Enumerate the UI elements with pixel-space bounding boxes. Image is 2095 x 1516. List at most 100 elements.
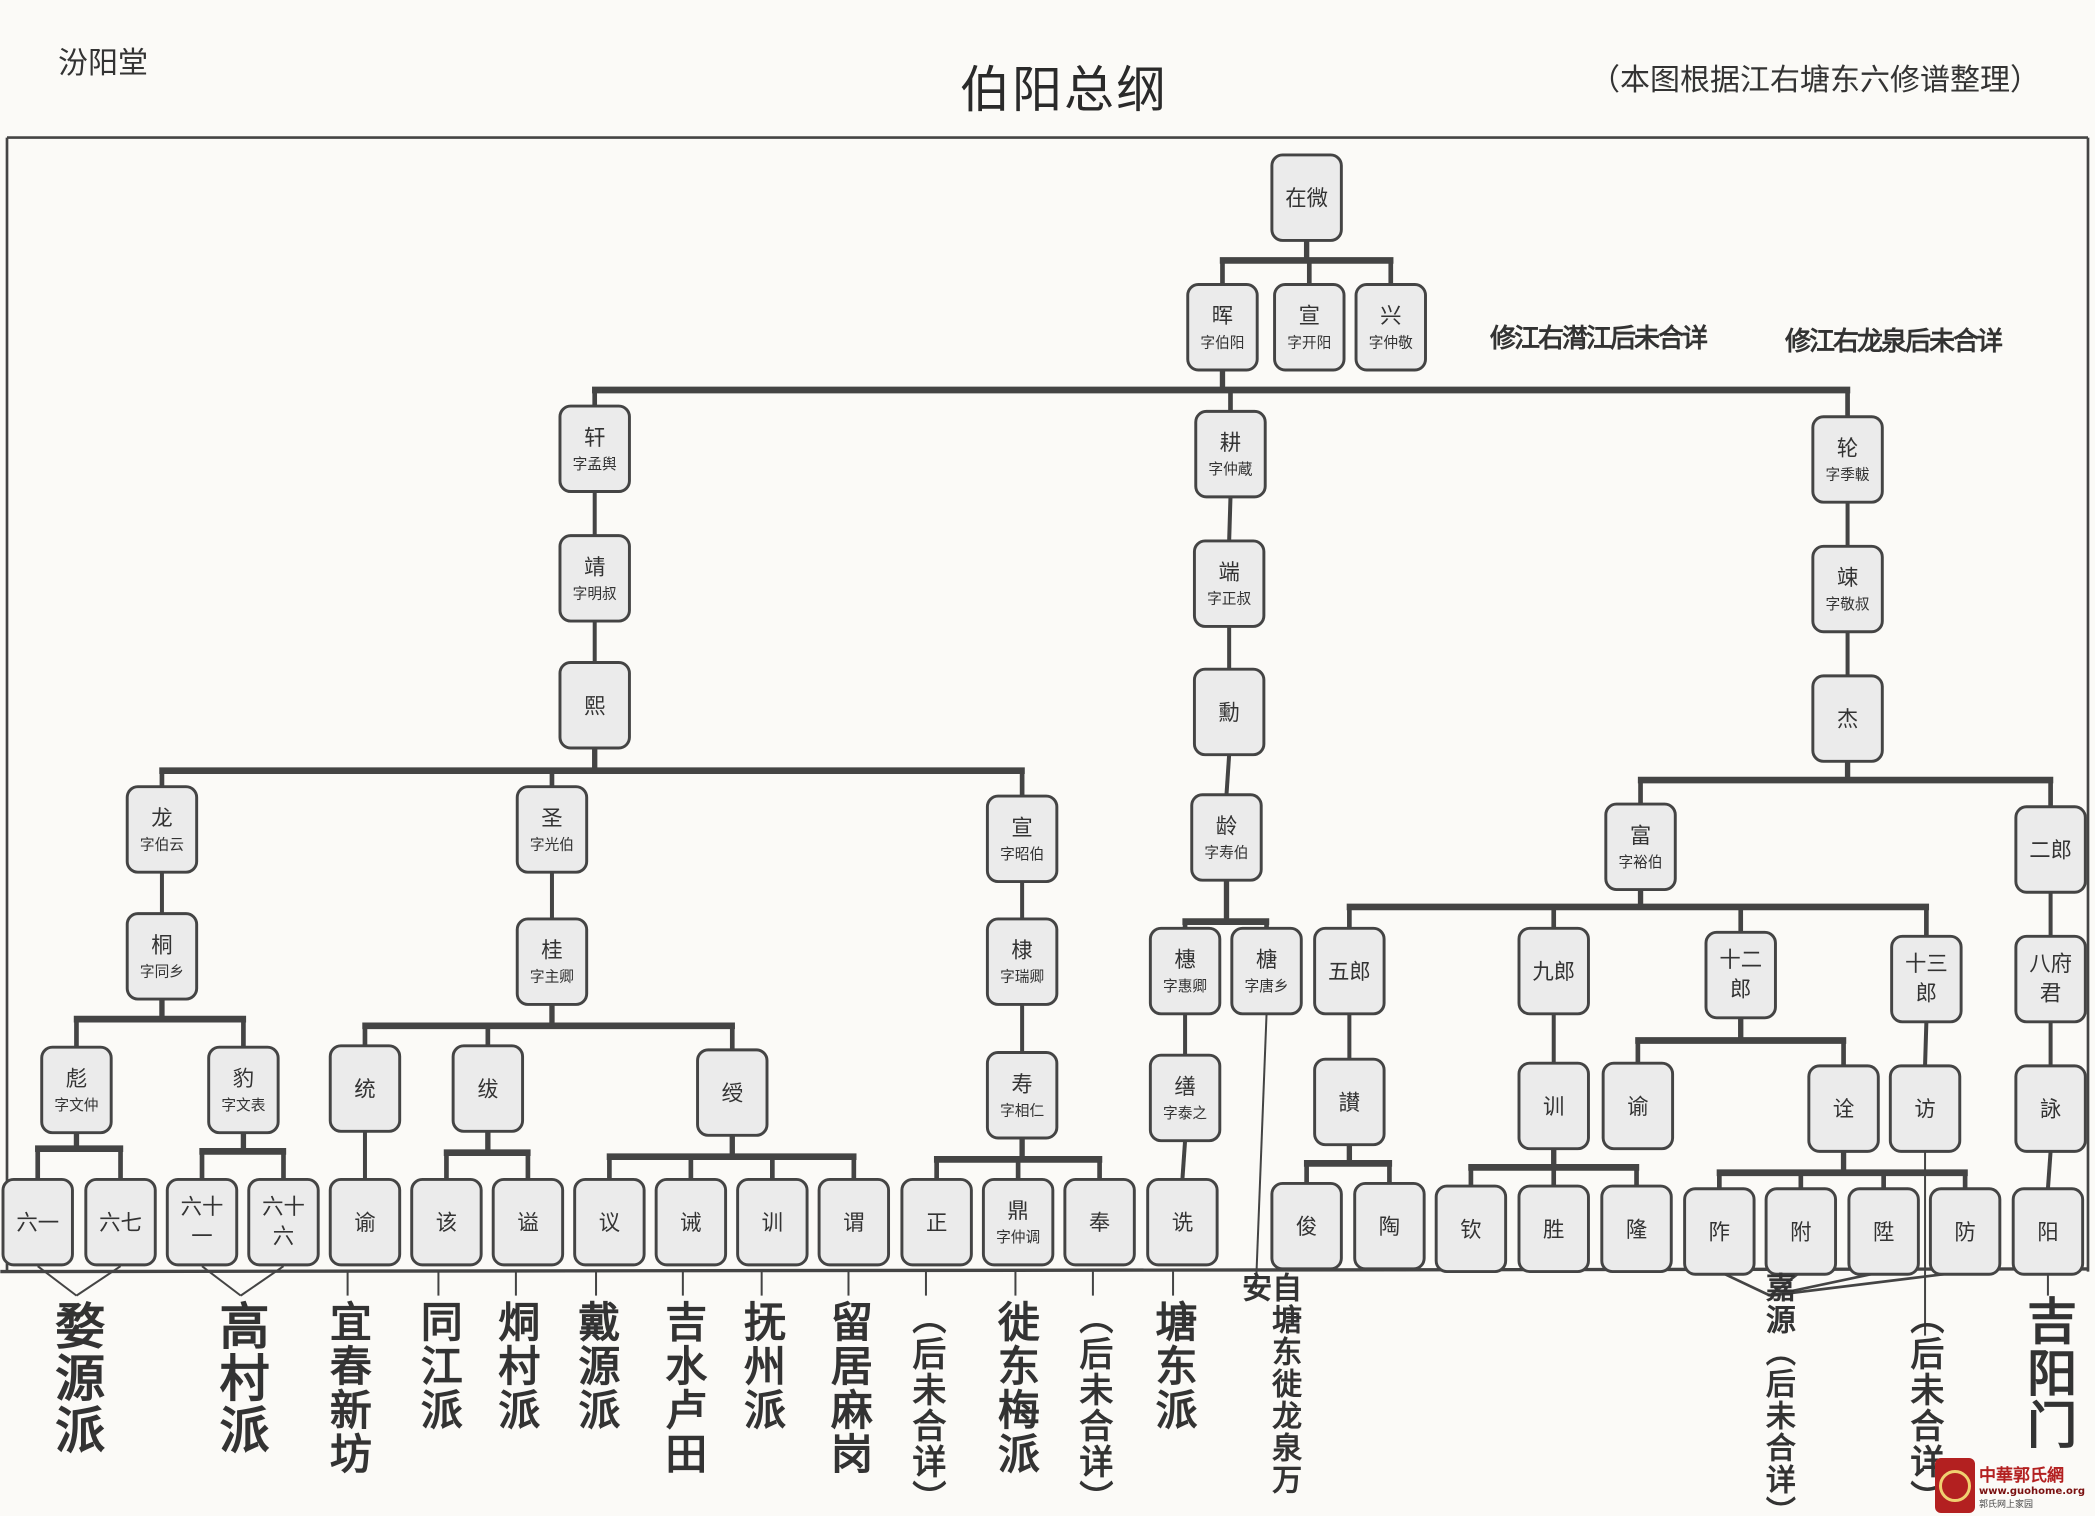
connector-line (1180, 1140, 1188, 1180)
person-name: 榶 (1256, 948, 1277, 973)
person-node: 诫 (654, 1177, 728, 1267)
courtesy-name: 字瑞卿 (1000, 969, 1044, 986)
person-node: 访 (1888, 1064, 1962, 1153)
node-box (40, 1045, 113, 1135)
person-name: 豹 (233, 1067, 254, 1092)
person-name: 陞 (1873, 1221, 1894, 1246)
person-name-wrap: 十二郎 (1719, 946, 1763, 1002)
person-name: 鼎 (1007, 1199, 1028, 1224)
person-node: 六一 (1, 1177, 74, 1267)
person-name: 宣 (1299, 304, 1320, 329)
person-node: 隆 (1600, 1184, 1673, 1274)
person-name: 绶 (722, 1082, 743, 1107)
group-connector (201, 1265, 242, 1297)
person-name: 杰 (1837, 708, 1858, 733)
logo-url: www.guohome.org (1979, 1486, 2085, 1497)
node-box (817, 1177, 891, 1267)
person-name-wrap: 六十一 (180, 1194, 224, 1249)
courtesy-name: 字仲蔵 (1208, 461, 1252, 478)
person-name: 缮 (1174, 1075, 1195, 1100)
courtesy-name: 字光伯 (530, 836, 574, 853)
group-connector (1769, 1270, 1966, 1297)
node-box (1273, 283, 1346, 372)
branch-label: 徙东梅派 (991, 1300, 1041, 1476)
node-box (125, 785, 199, 874)
person-name: 龙 (151, 806, 172, 831)
courtesy-name: 字仲调 (996, 1229, 1040, 1246)
node-box (1313, 1057, 1386, 1147)
node-box (1811, 674, 1884, 763)
branch-label: 婺源派 (47, 1300, 106, 1456)
node-box (654, 1177, 728, 1267)
person-name: 十二郎 (1719, 946, 1763, 1002)
node-box (1807, 1064, 1880, 1153)
person-node: 训 (1517, 1061, 1590, 1151)
person-name: 访 (1914, 1098, 1935, 1123)
person-name: 六七 (99, 1211, 142, 1236)
node-box (981, 1177, 1055, 1267)
node-box (2011, 1187, 2085, 1276)
person-name-wrap: 八府君 (2029, 951, 2072, 1006)
person-name: 詠 (2040, 1098, 2061, 1123)
person-name: 在微 (1285, 187, 1328, 212)
node-box (491, 1177, 565, 1267)
person-node: 该 (410, 1177, 483, 1267)
node-box (1604, 802, 1677, 892)
person-name: 胜 (1543, 1218, 1564, 1243)
person-node: 俊 (1270, 1181, 1343, 1271)
courtesy-name: 字昭伯 (1000, 846, 1044, 863)
person-name: 兴 (1380, 304, 1401, 329)
node-box (1704, 930, 1777, 1020)
courtesy-name: 字孟舆 (573, 456, 617, 473)
person-name: 六一 (16, 1211, 59, 1236)
person-name: 正 (926, 1211, 947, 1236)
branch-label: 同江派 (414, 1300, 464, 1432)
courtesy-name: 字文表 (221, 1097, 265, 1114)
node-box (558, 404, 631, 494)
branch-label: 抚州派 (737, 1300, 787, 1432)
person-name: 轮 (1837, 436, 1858, 461)
courtesy-name: 字同乡 (140, 963, 184, 980)
branch-label: 吉水卢田 (658, 1300, 708, 1476)
person-node: 詠 (2014, 1064, 2087, 1153)
person-node: 十二郎 (1704, 930, 1777, 1020)
group-connector (240, 1265, 285, 1297)
person-node: 十三郎 (1890, 934, 1963, 1024)
person-name: 寿 (1011, 1072, 1032, 1097)
person-name: 桂 (541, 939, 562, 964)
branch-label: 高村派 (211, 1300, 270, 1456)
node-box (247, 1177, 320, 1267)
person-node: 训 (736, 1177, 809, 1267)
courtesy-name: 字伯云 (140, 836, 184, 853)
node-box (1230, 926, 1303, 1016)
node-box (1, 1177, 74, 1267)
node-box (165, 1177, 239, 1267)
person-node: 绂 (451, 1044, 525, 1133)
person-name: 奉 (1089, 1211, 1110, 1236)
person-node: 附 (1764, 1187, 1838, 1276)
person-name: 阳 (2037, 1221, 2058, 1246)
person-name: 六十一 (180, 1194, 224, 1249)
person-node: 五郎 (1313, 926, 1386, 1016)
node-box (451, 1044, 525, 1133)
node-box (1517, 1184, 1590, 1274)
person-name: 棣 (1011, 939, 1032, 964)
person-node: 谕 (328, 1177, 402, 1267)
branch-label: 自塘东徙龙泉万安 (1236, 1272, 1302, 1496)
person-name: 二郎 (2029, 839, 2072, 864)
person-name: 谓 (843, 1211, 864, 1236)
person-name: 龄 (1216, 814, 1237, 839)
person-name: 靖 (584, 555, 605, 580)
node-box (696, 1048, 769, 1137)
node-box (1888, 1064, 1962, 1153)
page-title: 伯阳总纲 (960, 61, 1168, 119)
person-name: 俊 (1296, 1215, 1317, 1240)
node-box (1353, 1181, 1426, 1271)
person-name: 训 (762, 1211, 783, 1236)
